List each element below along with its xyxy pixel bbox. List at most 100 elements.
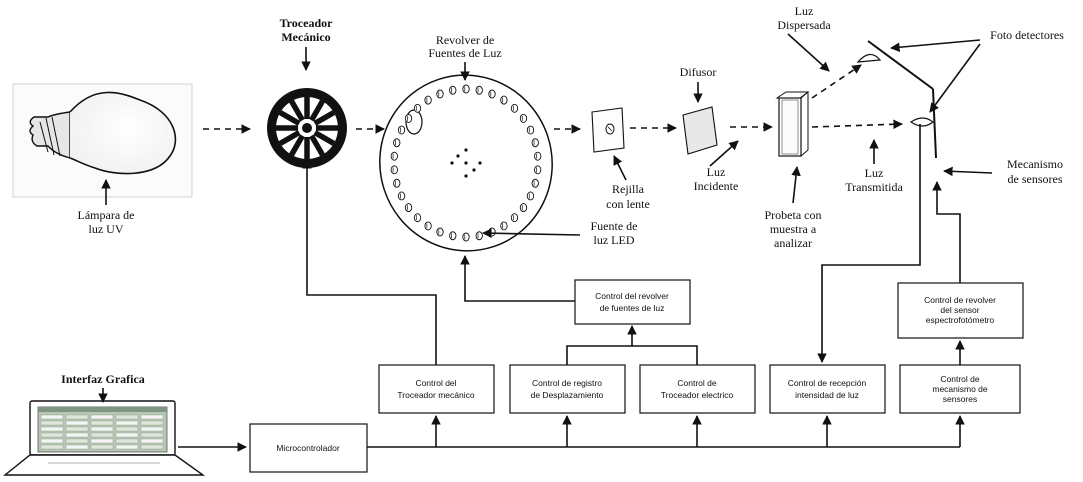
chopper-blade (313, 110, 336, 126)
screen-cell (40, 414, 64, 420)
revolver-label: Revolver de Fuentes de Luz (428, 33, 501, 60)
svg-text:analizar: analizar (774, 236, 812, 250)
led-source (531, 138, 539, 148)
svg-text:Microcontrolador: Microcontrolador (276, 443, 339, 453)
sample-cuvette (775, 91, 810, 157)
led-source (526, 191, 535, 201)
block-control-shift-register: Control de registro de Desplazamiento (509, 364, 626, 414)
led-source (413, 213, 422, 223)
led-source (393, 138, 401, 148)
led-source (390, 151, 398, 161)
led-source (462, 232, 470, 242)
screen-cell (140, 414, 164, 420)
center-hole (464, 174, 468, 178)
svg-text:Control de: Control de (677, 378, 716, 388)
diffuser (682, 106, 718, 155)
led-source (436, 227, 444, 237)
screen-cell (40, 432, 64, 438)
led-source (510, 213, 519, 223)
svg-text:Control de revolver: Control de revolver (924, 295, 996, 305)
screen-cell (115, 414, 139, 420)
screen-cell (90, 420, 114, 426)
grating-label: Rejilla con lente (606, 182, 650, 211)
chopper-blade (309, 99, 325, 122)
uv-lamp (12, 83, 193, 198)
led-source (436, 89, 444, 99)
screen-cell (65, 444, 89, 450)
screen-cell (140, 426, 164, 432)
svg-text:Mecanismo: Mecanismo (1007, 157, 1063, 171)
led-source (424, 95, 432, 105)
screen-cell (65, 420, 89, 426)
block-control-revolver: Control del revolver de fuentes de luz (574, 279, 691, 325)
block-control-chopper: Control del Troceador mecánico (378, 364, 495, 414)
svg-text:luz UV: luz UV (89, 222, 124, 236)
svg-text:Dispersada: Dispersada (777, 18, 831, 32)
svg-text:Probeta con: Probeta con (765, 208, 822, 222)
screen-cell (90, 414, 114, 420)
svg-text:Luz: Luz (865, 166, 884, 180)
chopper-blade (289, 99, 305, 122)
led-source (424, 221, 432, 231)
svg-text:Control de registro: Control de registro (532, 378, 602, 388)
chopper-wheel (267, 88, 347, 168)
led-source (526, 125, 535, 135)
led-source (519, 203, 528, 213)
led-source (500, 95, 508, 105)
screen-cell (65, 426, 89, 432)
screen-cell (65, 438, 89, 444)
led-source (488, 89, 496, 99)
screen-cell (115, 426, 139, 432)
photodetectors-label: Foto detectores (990, 28, 1064, 42)
svg-text:luz LED: luz LED (594, 233, 635, 247)
sensor-mechanism-label: Mecanismo de sensores (1007, 157, 1063, 186)
svg-text:de Desplazamiento: de Desplazamiento (531, 390, 604, 400)
center-hole (478, 161, 482, 165)
screen-cell (90, 426, 114, 432)
svg-text:de sensores: de sensores (1008, 172, 1063, 186)
incident-light-label: Luz Incidente (694, 165, 739, 193)
chopper-blade (278, 130, 301, 146)
svg-text:muestra a: muestra a (770, 222, 817, 236)
screen-cell (40, 438, 64, 444)
svg-text:Rejilla: Rejilla (612, 182, 645, 196)
cuvette-label: Probeta con muestra a analizar (765, 208, 822, 250)
screen-cell (115, 444, 139, 450)
svg-text:Troceador mecánico: Troceador mecánico (397, 390, 474, 400)
svg-text:Revolver de: Revolver de (436, 33, 494, 47)
center-hole (464, 161, 468, 165)
block-control-light-reception: Control de recepción intensidad de luz (769, 364, 886, 414)
center-hole (464, 148, 468, 152)
block-control-electric-chopper: Control de Troceador electrico (639, 364, 756, 414)
led-source (534, 151, 542, 161)
svg-text:sensores: sensores (943, 394, 978, 404)
screen-cell (115, 420, 139, 426)
laptop-gui (3, 400, 206, 476)
block-microcontroller: Microcontrolador (249, 423, 368, 473)
chopper-label: Troceador Mecánico (280, 16, 334, 44)
screen-cell (40, 426, 64, 432)
svg-text:Control del revolver: Control del revolver (595, 291, 669, 301)
led-source (393, 178, 401, 188)
transmitted-light-label: Luz Transmitida (845, 166, 903, 194)
led-source (531, 178, 539, 188)
svg-text:Luz: Luz (795, 4, 814, 18)
block-control-sensor-revolver: Control de revolver del sensor espectrof… (897, 282, 1024, 339)
chopper-blade (309, 134, 325, 157)
led-source (534, 165, 542, 175)
screen-cell (40, 444, 64, 450)
center-hole (456, 154, 460, 158)
svg-text:Troceador: Troceador (280, 16, 334, 30)
diffuser-label: Difusor (680, 65, 717, 79)
svg-text:con lente: con lente (606, 197, 650, 211)
screen-cell (140, 432, 164, 438)
screen-cell (115, 438, 139, 444)
screen-cell (140, 438, 164, 444)
grating-with-lens (591, 107, 625, 153)
led-source (462, 84, 470, 94)
svg-text:Fuentes de Luz: Fuentes de Luz (428, 46, 501, 60)
svg-text:intensidad de luz: intensidad de luz (795, 390, 859, 400)
center-hole (450, 161, 454, 165)
screen-cell (90, 438, 114, 444)
